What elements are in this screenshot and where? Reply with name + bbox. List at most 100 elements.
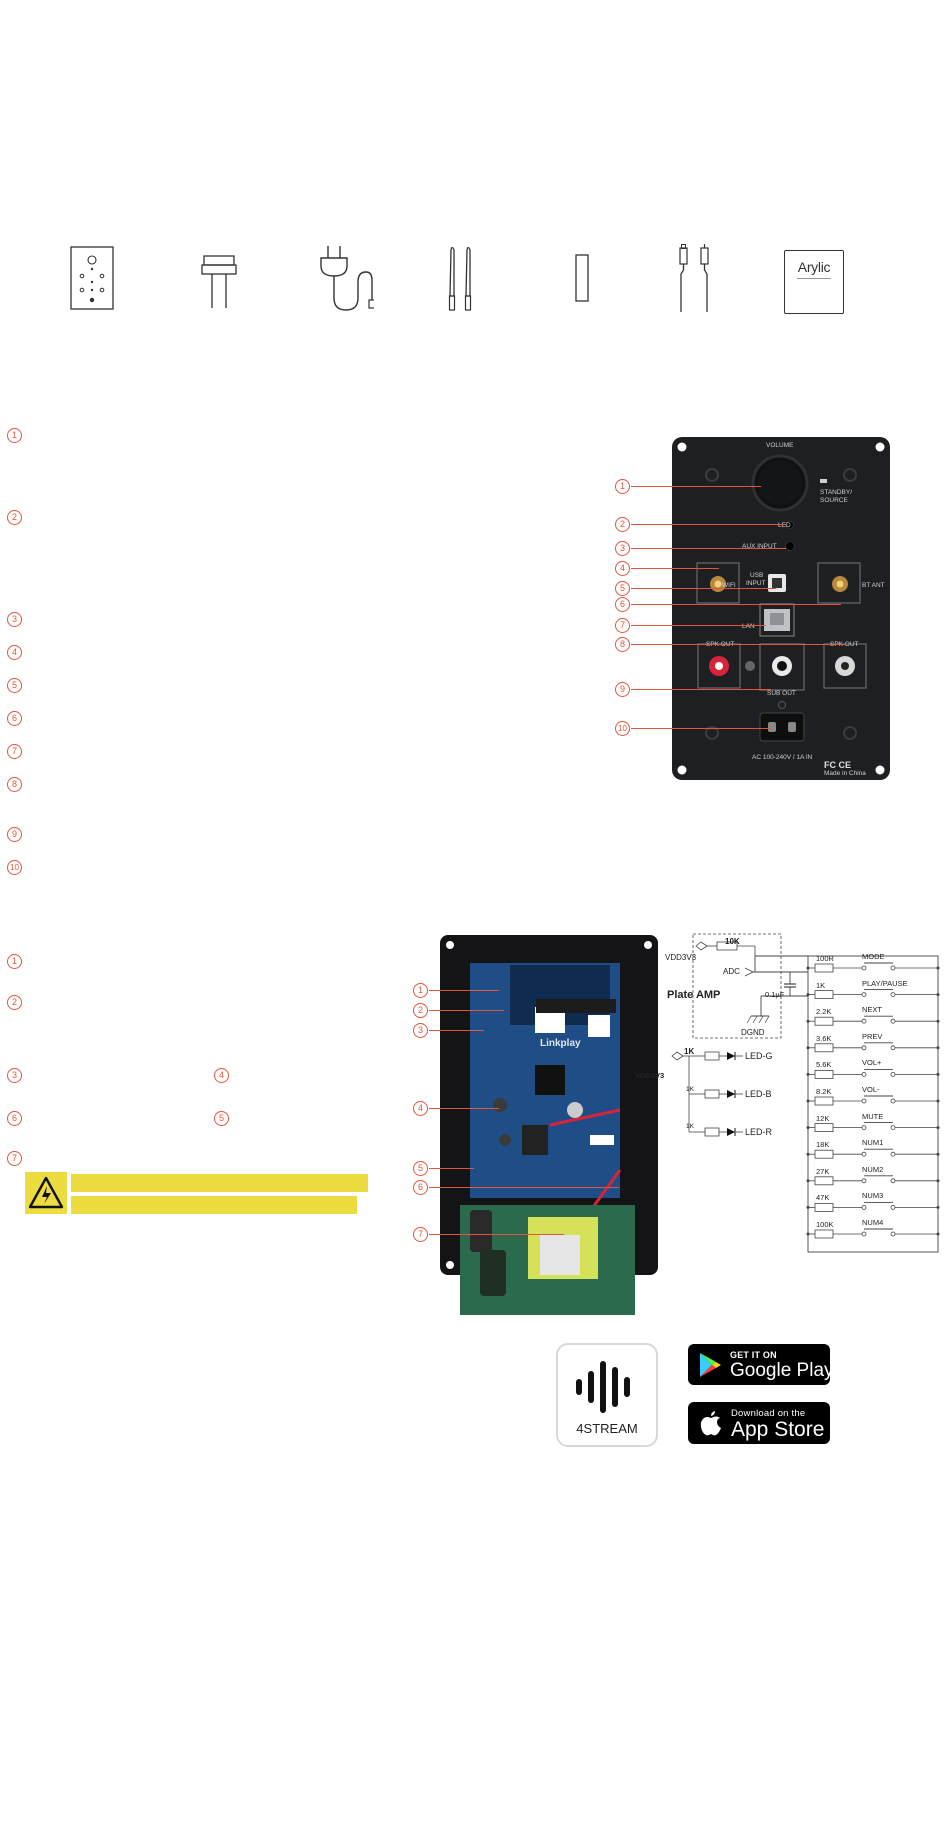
google-play-small: GET IT ON <box>730 1350 777 1360</box>
schem-resistor-label: 2.2K <box>816 1007 832 1017</box>
schem-resistor-label: 1K <box>816 980 826 990</box>
schem-r-top: 10K <box>725 937 740 946</box>
label-volume: VOLUME <box>766 442 794 449</box>
rear-callout: 10 <box>615 721 630 736</box>
legend-number: 5 <box>214 1111 229 1126</box>
legend-number: 4 <box>214 1068 229 1083</box>
schem-r-led: 1K <box>684 1047 695 1056</box>
legend-number: 2 <box>7 510 22 525</box>
label-lan: LAN <box>742 623 755 630</box>
amplifier-board-photo <box>440 935 658 1315</box>
legend-number: 1 <box>7 428 22 443</box>
legend-number: 7 <box>7 1151 22 1166</box>
rear-leader <box>631 548 786 550</box>
manual-brand: Arylic <box>797 259 831 275</box>
schem-button-label: NUM4 <box>862 1218 884 1227</box>
schem-resistor-label: 18K <box>816 1140 830 1150</box>
rear-callout: 5 <box>615 581 630 596</box>
board-callout: 6 <box>413 1180 428 1195</box>
rear-callout: 3 <box>615 541 630 556</box>
legend-number: 6 <box>7 711 22 726</box>
rear-leader <box>631 625 766 627</box>
schem-button-label: NUM1 <box>862 1138 884 1148</box>
board-callout: 7 <box>413 1227 428 1242</box>
legend-number: 7 <box>7 744 22 759</box>
board-leader <box>429 1108 499 1110</box>
rear-leader <box>631 524 786 526</box>
rear-callout: 1 <box>615 479 630 494</box>
board-callout: 1 <box>413 983 428 998</box>
schem-r-led: 1K <box>686 1086 694 1093</box>
label-led: LED <box>778 522 791 529</box>
legend-number: 1 <box>7 954 22 969</box>
schem-resistor-label: 12K <box>816 1113 830 1123</box>
label-sub: SUB OUT <box>767 690 796 697</box>
label-fcc: FC CE <box>824 760 851 770</box>
rear-leader <box>631 568 719 570</box>
label-source: SOURCE <box>820 497 848 504</box>
schem-led-label: LED-G <box>745 1051 773 1061</box>
cables-icon <box>679 244 709 312</box>
schem-button-label: NUM2 <box>862 1164 884 1174</box>
schem-button-label: PLAY/PAUSE <box>862 978 908 988</box>
legend-number: 8 <box>7 777 22 792</box>
board-leader <box>429 1234 564 1236</box>
rear-callout: 7 <box>615 618 630 633</box>
board-leader <box>429 1168 474 1170</box>
app-store-button[interactable]: Download on the App Store <box>688 1402 830 1444</box>
rear-callout: 8 <box>615 637 630 652</box>
schem-resistor-label: 3.6K <box>816 1033 832 1043</box>
legend-number: 3 <box>7 612 22 627</box>
label-wifi: WIFI <box>722 582 736 589</box>
label-standby: STANDBY/ <box>820 489 853 496</box>
google-play-icon <box>700 1353 721 1377</box>
schem-resistor-label: 27K <box>816 1166 830 1176</box>
speaker-wire-connector-icon <box>201 255 237 308</box>
rear-leader <box>631 604 841 606</box>
schem-vdd2: VDD3V3 <box>635 1071 665 1080</box>
schematic-wires <box>671 933 939 1253</box>
waveform-icon <box>576 1361 630 1413</box>
antennas-icon <box>448 246 472 311</box>
apple-icon <box>700 1411 721 1436</box>
legend-number: 5 <box>7 678 22 693</box>
schem-resistor-label: 100R <box>816 954 834 963</box>
schem-resistor-label: 47K <box>816 1193 830 1203</box>
legend-number: 3 <box>7 1068 22 1083</box>
rear-leader <box>631 588 776 590</box>
legend-number: 6 <box>7 1111 22 1126</box>
board-callout: 5 <box>413 1161 428 1176</box>
schem-button-label: NEXT <box>862 1005 883 1015</box>
rear-leader <box>631 486 761 488</box>
google-play-big: Google Play <box>730 1360 834 1381</box>
schem-button-label: VOL+ <box>862 1058 882 1068</box>
legend-number: 9 <box>7 827 22 842</box>
schem-plate-amp: Plate AMP <box>667 989 721 1001</box>
schem-vdd: VDD3V3 <box>665 953 697 962</box>
label-bt: BT ANT <box>862 582 885 589</box>
schem-cap: 0.1µF <box>765 990 785 999</box>
label-ac: AC 100-240V / 1A IN <box>752 754 813 761</box>
schematic-button-rows <box>704 962 940 1239</box>
schem-adc: ADC <box>723 967 740 976</box>
manual-line <box>797 278 831 279</box>
schem-button-label: MODE <box>862 952 885 961</box>
board-callout: 4 <box>413 1101 428 1116</box>
schem-dgnd: DGND <box>741 1028 765 1037</box>
schem-resistor-label: 8.2K <box>816 1087 832 1096</box>
4stream-app-tile[interactable]: 4STREAM <box>556 1343 658 1447</box>
label-made: Made in China <box>824 770 866 777</box>
app-name: 4STREAM <box>576 1421 638 1436</box>
board-leader <box>429 1010 504 1012</box>
board-brand: Linkplay <box>540 1038 581 1049</box>
board-leader <box>429 1187 619 1189</box>
remote-control-icon <box>70 246 114 310</box>
schem-button-label: MUTE <box>862 1111 884 1121</box>
foam-strip-icon <box>575 254 589 302</box>
legend-number: 2 <box>7 995 22 1010</box>
rear-leader <box>631 644 846 646</box>
manual-icon: Arylic <box>784 250 844 314</box>
google-play-button[interactable]: GET IT ON Google Play <box>688 1344 834 1385</box>
label-aux: AUX INPUT <box>742 543 777 550</box>
high-voltage-warning-icon <box>25 1172 67 1214</box>
